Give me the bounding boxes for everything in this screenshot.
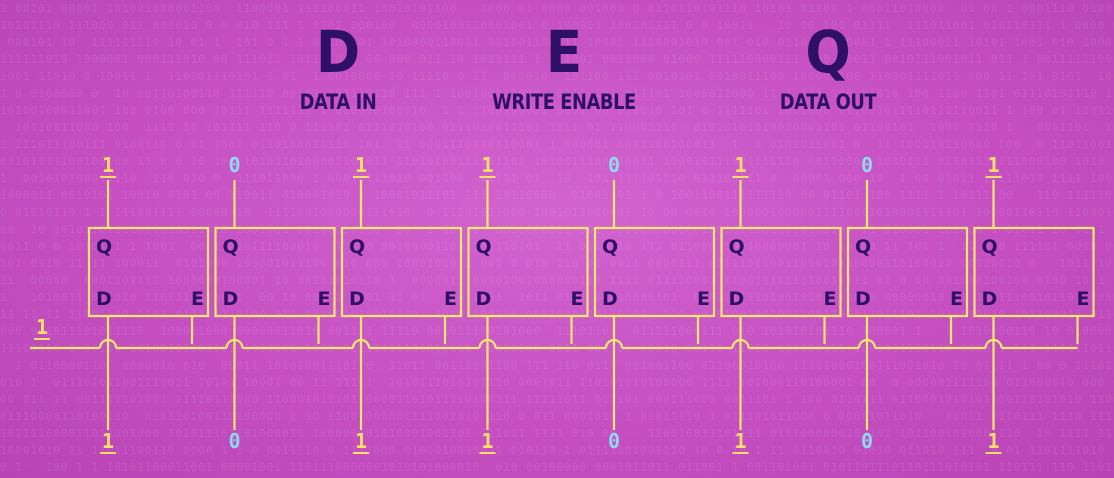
wire-crossover-hop: [98, 338, 118, 349]
input-bit: 1: [355, 429, 367, 453]
pin-label-q: Q: [602, 236, 618, 258]
wire-crossover-hop: [857, 338, 877, 349]
pin-label-q: Q: [855, 236, 871, 258]
enable-input-label: 1: [36, 315, 48, 339]
input-bit: 1: [734, 429, 746, 453]
legend-caption-data-out: DATA OUT: [779, 90, 877, 114]
input-bit: 1: [481, 429, 493, 453]
legend-caption-write-enable: WRITE ENABLE: [492, 90, 636, 114]
pin-label-d: D: [729, 288, 745, 310]
pin-label-q: Q: [982, 236, 998, 258]
pin-label-e: E: [950, 288, 963, 310]
output-bit: 1: [734, 153, 746, 177]
wire-crossover-hop: [604, 338, 624, 349]
latch-box: [87, 226, 210, 318]
pin-label-e: E: [318, 288, 331, 310]
input-bit: 0: [861, 429, 873, 453]
output-bit: 1: [102, 153, 114, 177]
pin-label-d: D: [602, 288, 618, 310]
legend-letter-e: E: [545, 18, 583, 86]
legend-letter-d: D: [315, 18, 361, 86]
pin-label-d: D: [349, 288, 365, 310]
pin-label-q: Q: [476, 236, 492, 258]
latch-box: [846, 226, 969, 318]
pin-label-d: D: [96, 288, 112, 310]
pin-label-e: E: [191, 288, 204, 310]
pin-label-q: Q: [96, 236, 112, 258]
pin-label-e: E: [444, 288, 457, 310]
input-bit: 0: [228, 429, 240, 453]
legend-letter-q: Q: [805, 18, 851, 86]
input-bit: 0: [608, 429, 620, 453]
pin-label-d: D: [982, 288, 998, 310]
latch-box: [214, 226, 336, 318]
pin-label-e: E: [571, 288, 584, 310]
pin-label-q: Q: [729, 236, 745, 258]
latch-box: [593, 226, 716, 318]
pin-label-e: E: [1077, 288, 1090, 310]
wire-crossover-hop: [478, 338, 497, 349]
input-bit: 1: [102, 429, 114, 453]
output-bit: 0: [608, 153, 620, 177]
pin-label-d: D: [855, 288, 871, 310]
output-bit: 0: [228, 153, 240, 177]
wire-crossover-hop: [984, 338, 1003, 349]
output-bit: 0: [861, 153, 873, 177]
pin-label-q: Q: [349, 236, 365, 258]
output-bit: 1: [987, 153, 999, 177]
output-bit: 1: [355, 153, 367, 177]
wire-crossover-hop: [225, 338, 244, 349]
wire-crossover-hop: [351, 338, 371, 349]
pin-label-d: D: [223, 288, 239, 310]
pin-label-q: Q: [223, 236, 239, 258]
pin-label-d: D: [476, 288, 492, 310]
output-bit: 1: [481, 153, 493, 177]
legend-caption-data-in: DATA IN: [299, 90, 377, 114]
input-bit: 1: [987, 429, 999, 453]
latch-box: [340, 226, 463, 318]
latch-box: [973, 226, 1095, 318]
pin-label-e: E: [697, 288, 710, 310]
pin-label-e: E: [824, 288, 837, 310]
latch-box: [467, 226, 589, 318]
latch-box: [720, 226, 842, 318]
wire-crossover-hop: [731, 338, 750, 349]
